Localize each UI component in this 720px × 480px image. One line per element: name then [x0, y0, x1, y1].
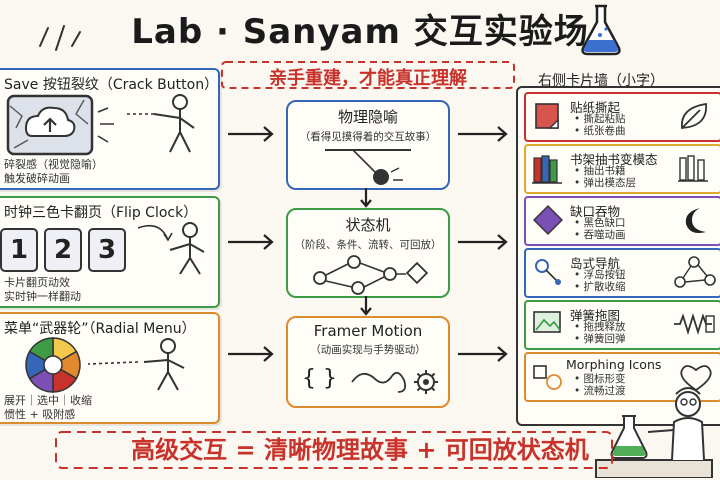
flip-digit: 2 [44, 228, 82, 272]
box-state-machine: 状态机 （阶段、条件、流转、可回放） [286, 208, 450, 298]
panel-line: 碎裂感（视觉隐喻） [4, 158, 103, 171]
card-line: • 吞噬动画 [574, 229, 626, 241]
network-icon [674, 256, 716, 288]
card-line: • 流畅过渡 [574, 385, 626, 397]
panel-line: 触发破碎动画 [4, 172, 70, 185]
slogan: 亲手重建，才能真正理解 [269, 68, 467, 89]
sticker-icon [535, 103, 559, 129]
arrow-right-icon [228, 346, 274, 362]
page-title: Lab · Sanyam 交互实验场 [131, 12, 589, 52]
box-subtitle: （动画实现与手势驱动） [310, 344, 426, 356]
panel-line: 展开｜选中｜收缩 [4, 394, 92, 407]
box-subtitle: （看得见摸得着的交互故事） [299, 131, 437, 143]
code-braces: { } [302, 366, 337, 391]
panel-flip-clock: 时钟三色卡翻页（Flip Clock） 1 2 3 卡片翻页动效 实时钟一样翻动 [0, 196, 220, 308]
card-line: • 拖拽释放 [574, 321, 626, 333]
card-gap-swallow: 缺口吞物 • 黑色缺口 • 吞噬动画 [524, 196, 720, 246]
box-physical-metaphor: 物理隐喻 （看得见摸得着的交互故事） [286, 100, 450, 190]
flow-arrows-right [458, 126, 508, 362]
card-island-nav: 岛式导航 • 浮岛按钮 • 扩散收缩 [524, 248, 720, 298]
flask-icon [581, 4, 621, 56]
card-title: Morphing Icons [566, 357, 662, 372]
panel-line: 惯性 + 吸附感 [4, 408, 76, 421]
panel-line: 卡片翻页动效 [4, 276, 70, 289]
card-title: 弹簧拖图 [570, 308, 621, 323]
spring-icon [674, 312, 715, 336]
summary-frame [55, 431, 613, 469]
panel-title: 菜单“武器轮”（Radial Menu） [4, 321, 196, 337]
arrow-down-icon [360, 188, 372, 208]
panel-line: 实时钟一样翻动 [4, 290, 81, 303]
card-line: • 浮岛按钮 [574, 269, 626, 281]
books-icon [532, 155, 562, 184]
sparkle-icon [39, 25, 81, 51]
card-title: 书架抽书变模态 [570, 152, 658, 167]
box-subtitle: （阶段、条件、流转、可回放） [294, 239, 442, 251]
right-header: 右侧卡片墙（小字） [538, 73, 664, 89]
card-title: 贴纸撕起 [570, 100, 621, 115]
card-title: 岛式导航 [570, 256, 621, 271]
flow-arrows [228, 126, 274, 362]
gap-icon [533, 205, 563, 235]
box-title: Framer Motion [313, 322, 423, 340]
leaf-icon [681, 102, 707, 129]
flip-digit: 3 [88, 228, 126, 272]
box-title: 物理隐喻 [337, 108, 398, 126]
card-bookshelf-modal: 书架抽书变模态 • 抽出书籍 • 弹出模态层 [524, 144, 720, 194]
card-spring-drag: 弹簧拖图 • 拖拽释放 • 弹簧回弹 [524, 300, 720, 350]
summary-line: 高级交互 = 清晰物理故事 + 可回放状态机 [131, 436, 589, 464]
card-title: 缺口吞物 [570, 204, 621, 219]
crack-button-illustration [6, 94, 195, 156]
bookshelf-icon [678, 155, 708, 182]
motion-path-icon [351, 370, 438, 394]
panel-title: Save 按钮裂纹（Crack Button） [4, 77, 219, 93]
card-line: • 纸张卷曲 [574, 125, 626, 137]
image-drag-icon [533, 311, 561, 333]
card-line: • 图标形变 [574, 373, 626, 385]
panel-title: 时钟三色卡翻页（Flip Clock） [4, 205, 198, 221]
shapes-icon [533, 365, 562, 390]
box-title: 状态机 [345, 216, 391, 234]
card-line: • 撕起粘贴 [574, 113, 626, 125]
island-icon [535, 259, 561, 285]
card-line: • 黑色缺口 [574, 217, 626, 229]
card-line: • 弹出模态层 [574, 177, 637, 189]
arrow-right-icon [228, 234, 274, 250]
scientist-illustration [595, 387, 713, 478]
flip-digit: 1 [0, 228, 38, 272]
slogan-frame [221, 61, 515, 89]
panel-crack-button: Save 按钮裂纹（Crack Button） 碎裂感（视觉隐喻） 触发破碎动画 [0, 68, 220, 190]
card-line: • 扩散收缩 [574, 281, 626, 293]
card-line: • 抽出书籍 [574, 165, 626, 177]
gear-icon [414, 370, 438, 394]
radial-menu-illustration [25, 337, 185, 393]
moon-icon [685, 208, 706, 233]
state-graph-icon [313, 255, 429, 295]
card-sticker-peel: 贴纸撕起 • 撕起粘贴 • 纸张卷曲 [524, 92, 720, 142]
stick-figure-icon [137, 222, 205, 275]
arrow-right-icon [228, 126, 274, 142]
panel-radial-menu: 菜单“武器轮”（Radial Menu） 展开｜选中｜收缩 惯性 + 吸附感 [0, 312, 220, 424]
heart-icon [680, 365, 712, 392]
arrow-down-icon [360, 296, 372, 316]
pendulum-icon [325, 149, 411, 185]
card-line: • 弹簧回弹 [574, 333, 626, 345]
box-framer-motion: Framer Motion （动画实现与手势驱动） { } [286, 316, 450, 408]
